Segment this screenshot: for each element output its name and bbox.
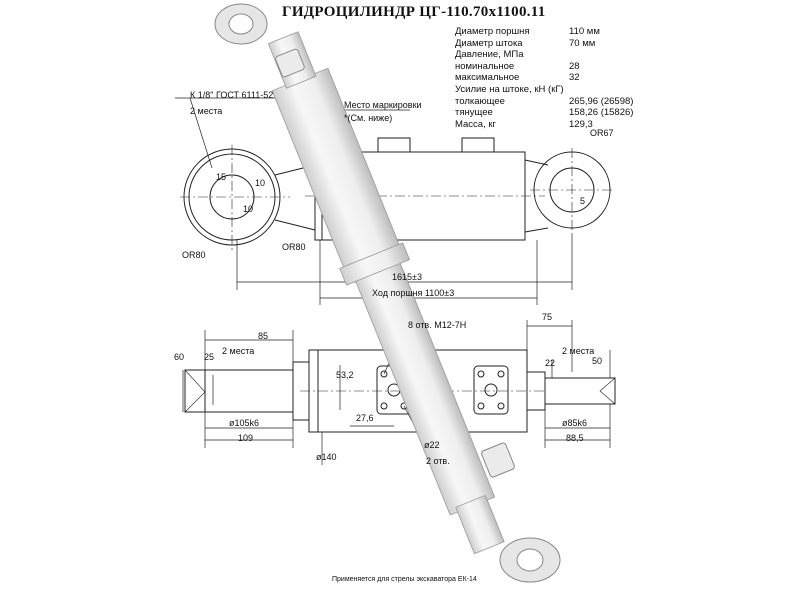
right-eye-top [530, 148, 615, 235]
dim-27-6-label: 27,6 [356, 413, 374, 423]
dim-25-label: 25 [204, 352, 215, 362]
left-lug-bottom [184, 361, 310, 421]
radius-or80-left-label: OR80 [182, 250, 206, 260]
places-left-label: 2 места [222, 346, 255, 356]
dim-53-2-label: 53,2 [336, 370, 354, 380]
dim-88-5-label: 88,5 [566, 433, 584, 443]
radius-or80-right-label: OR80 [282, 242, 306, 252]
places-right-label: 2 места [562, 346, 595, 356]
dim-75-label: 75 [542, 312, 553, 322]
dim-5-label: 5 [580, 196, 586, 206]
spec-row: Усилие на штоке, кН (кГ) [455, 83, 564, 95]
right-lug-bottom [526, 371, 616, 411]
dim-85-label: 85 [258, 331, 269, 341]
holes-2-label: 2 отв. [426, 456, 450, 466]
dim-22-label: 22 [545, 358, 556, 368]
stroke-label: Ход поршня 1100±3 [372, 288, 455, 298]
dim-10-label: 10 [255, 178, 266, 188]
application-footnote: Применяется для стрелы экскаватора ЕК-14 [332, 576, 477, 583]
drawing-title: ГИДРОЦИЛИНДР ЦГ-110.70х1100.11 [282, 4, 546, 20]
marking-place-label: Место маркировки [344, 100, 422, 110]
dim-15-label: 15 [216, 172, 227, 182]
radius-or67-label: OR67 [590, 128, 614, 138]
dia-140-label: ø140 [316, 452, 337, 462]
bore-22-label: ø22 [424, 440, 440, 450]
cylinder-3d-illustration [214, 3, 561, 583]
port-flange-right [473, 365, 509, 415]
threads-label: 8 отв. М12-7Н [408, 320, 467, 330]
dim-10b-label: 10 [243, 204, 254, 214]
dim-109-label: 109 [238, 433, 254, 443]
left-eye-top [180, 145, 316, 250]
dim-50-label: 50 [592, 356, 603, 366]
bore-left-label: ø105k6 [229, 418, 260, 428]
overall-length-label: 1615±3 [392, 272, 422, 282]
dim-60-label: 60 [174, 352, 185, 362]
marking-note-label: *(См. ниже) [344, 113, 393, 123]
places-label: 2 места [190, 106, 223, 116]
bore-right-label: ø85k6 [562, 418, 588, 428]
thread-note-label: К 1/8" ГОСТ 6111-52 [190, 90, 274, 100]
spec-row: Давление, МПа [455, 49, 524, 61]
